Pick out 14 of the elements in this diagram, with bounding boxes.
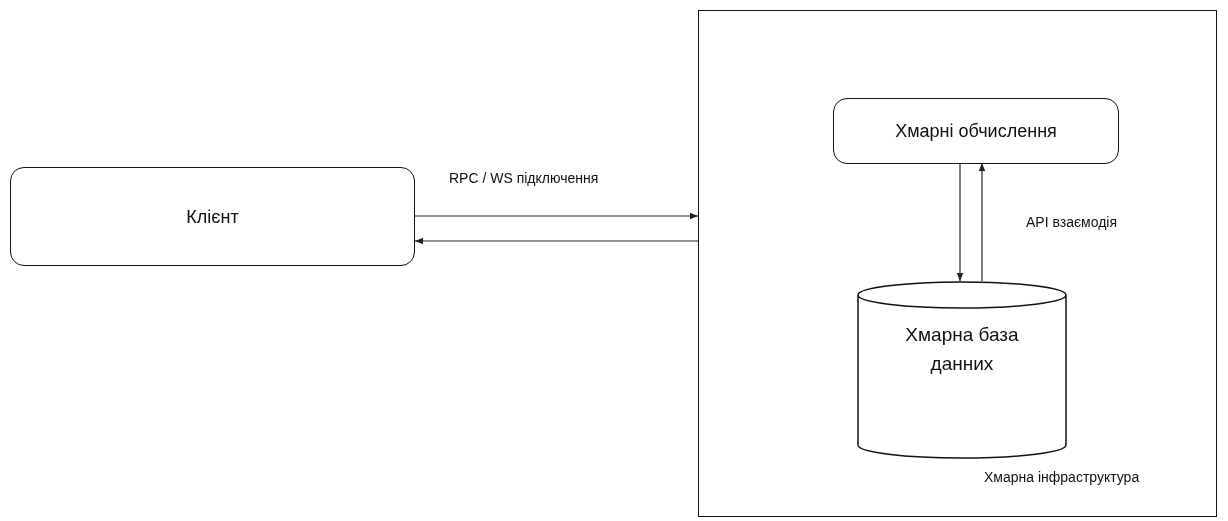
node-label: Хмарна база данних — [904, 323, 1020, 376]
edge-label: API взаємодія — [1024, 214, 1120, 230]
database-cylinder — [857, 281, 1067, 459]
arrow — [414, 237, 699, 245]
process-box — [10, 167, 415, 266]
edge-label: RPC / WS підключення — [447, 170, 601, 186]
arrow — [414, 212, 699, 220]
container-frame — [698, 10, 1217, 517]
arrow — [978, 162, 986, 282]
node-label: Клієнт — [186, 206, 239, 227]
node-label: Хмарні обчислення — [895, 120, 1057, 142]
arrow — [956, 162, 964, 282]
group-label: Хмарна інфраструктура — [984, 469, 1140, 485]
process-box — [833, 98, 1119, 164]
